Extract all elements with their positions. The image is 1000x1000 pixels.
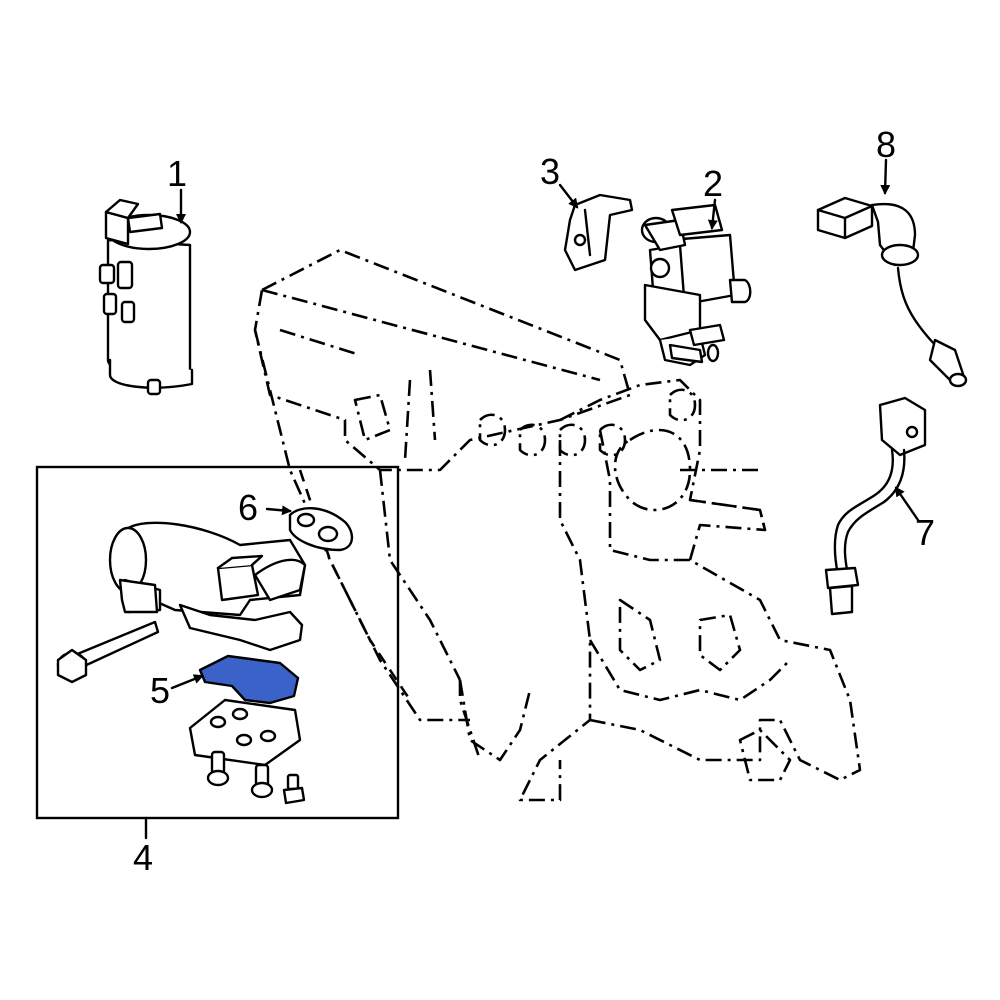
part-5-gasket-highlighted: [198, 654, 300, 705]
part-4-solenoid: [56, 521, 307, 684]
part-8-sensor: [816, 196, 968, 388]
callout-2: 2: [703, 163, 723, 204]
callout-6: 6: [238, 487, 258, 528]
part-1-canister: [98, 198, 194, 396]
leader-lines: [144, 158, 920, 840]
part-2-valve: [640, 203, 752, 367]
part-6-gasket: [288, 507, 354, 552]
part-7-sensor: [824, 396, 927, 616]
callout-5: 5: [150, 670, 170, 711]
engine-outline: [253, 248, 862, 802]
part-3-bracket: [563, 193, 634, 272]
callout-4: 4: [133, 837, 153, 878]
callout-3: 3: [540, 151, 560, 192]
part-4-group-box: [35, 465, 400, 820]
callout-8: 8: [876, 124, 896, 165]
part-4-mount-plate: [188, 698, 306, 805]
callout-7: 7: [915, 512, 935, 553]
callout-1: 1: [167, 153, 187, 194]
